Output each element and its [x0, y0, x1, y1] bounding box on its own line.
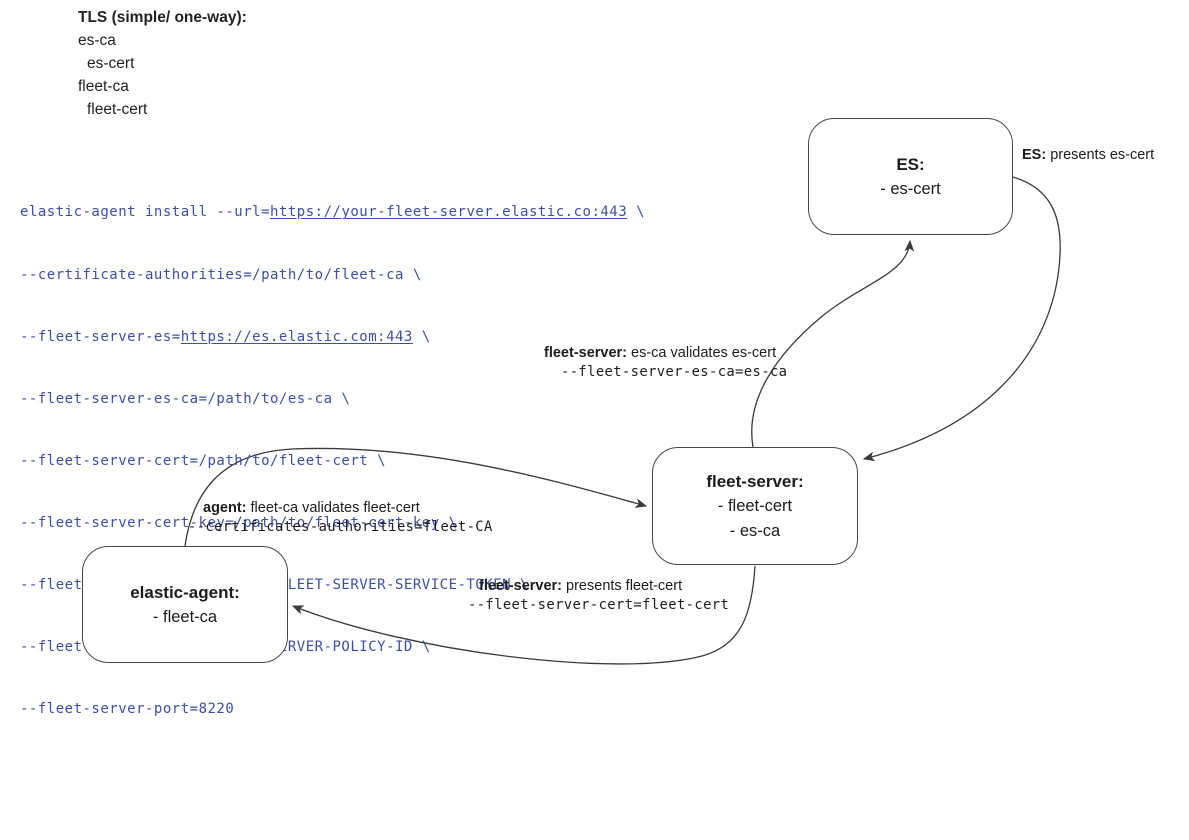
command-line: --fleet-server-es-ca=/path/to/es-ca \: [20, 389, 645, 410]
legend-item-es-cert: es-cert: [87, 55, 135, 72]
es-url-link[interactable]: https://es.elastic.com:443: [180, 328, 413, 345]
node-elastic-agent-item: - fleet-ca: [152, 607, 218, 626]
label-bold-prefix: fleet-server:: [544, 345, 628, 361]
tls-legend: TLS (simple/ one-way): es-ca es-cert fle…: [78, 6, 247, 121]
label-code: --fleet-server-es-ca=es-ca: [561, 364, 788, 380]
legend-item-fleet-ca: fleet-ca: [78, 78, 129, 95]
legend-item-es-ca: es-ca: [78, 32, 116, 49]
label-agent-validates-fleet-cert: agent: fleet-ca validates fleet-cert --c…: [188, 499, 493, 538]
label-rest: presents fleet-cert: [562, 578, 683, 594]
label-code: --certificates-authorities=fleet-CA: [188, 519, 493, 535]
node-fleet-server-title: fleet-server:: [706, 471, 804, 491]
label-text: fleet-server: es-ca validates es-cert: [544, 344, 787, 362]
command-line: --certificate-authorities=/path/to/fleet…: [20, 265, 645, 286]
node-fleet-server: fleet-server: - fleet-cert - es-ca: [652, 447, 858, 565]
command-line: --fleet-server-es=https://es.elastic.com…: [20, 327, 645, 348]
command-text: --fleet-server-cert=/path/to/fleet-cert …: [20, 452, 387, 469]
label-bold-prefix: fleet-server:: [479, 578, 563, 594]
label-bold-prefix: ES:: [1022, 147, 1047, 163]
command-text: --certificate-authorities=/path/to/fleet…: [20, 266, 422, 283]
command-text: \: [627, 204, 646, 221]
label-rest: presents es-cert: [1046, 147, 1155, 163]
label-bold-prefix: agent:: [203, 500, 247, 516]
command-text: --fleet-server-es-ca=/path/to/es-ca \: [20, 390, 351, 407]
label-text: agent: fleet-ca validates fleet-cert: [203, 499, 493, 517]
label-text: ES: presents es-cert: [1022, 146, 1154, 164]
label-code: --fleet-server-cert=fleet-cert: [468, 597, 730, 613]
legend-item-fleet-cert: fleet-cert: [87, 101, 148, 118]
node-fleet-server-item: - es-ca: [729, 521, 781, 540]
install-command-block: elastic-agent install --url=https://your…: [20, 161, 645, 761]
node-es: ES: - es-cert: [808, 118, 1013, 235]
command-line: --fleet-server-cert-key=/path/to/fleet-c…: [20, 513, 645, 534]
label-rest: es-ca validates es-cert: [627, 345, 777, 361]
label-fleet-server-validates-es-cert: fleet-server: es-ca validates es-cert --…: [544, 344, 787, 383]
command-line: --fleet-server-port=8220: [20, 699, 645, 720]
label-rest: fleet-ca validates fleet-cert: [246, 500, 420, 516]
label-es-presents-es-cert: ES: presents es-cert: [1022, 146, 1154, 164]
fleet-server-url-link[interactable]: https://your-fleet-server.elastic.co:443: [270, 204, 628, 221]
label-text: fleet-server: presents fleet-cert: [479, 577, 729, 595]
command-text: --fleet-server-es=: [20, 328, 181, 345]
node-elastic-agent-title: elastic-agent:: [130, 582, 240, 602]
command-text: \: [412, 328, 431, 345]
command-line: elastic-agent install --url=https://your…: [20, 202, 645, 223]
label-fleet-server-presents-fleet-cert: fleet-server: presents fleet-cert --flee…: [468, 577, 729, 616]
node-es-title: ES:: [896, 154, 925, 174]
node-fleet-server-item: - fleet-cert: [717, 496, 793, 515]
command-line: --fleet-server-cert=/path/to/fleet-cert …: [20, 451, 645, 472]
command-text: --fleet-server-cert-key=/path/to/fleet-c…: [20, 514, 458, 531]
node-elastic-agent: elastic-agent: - fleet-ca: [82, 546, 288, 663]
command-text: elastic-agent install --url=: [20, 204, 271, 221]
command-text: --fleet-server-port=8220: [20, 701, 235, 718]
node-es-item: - es-cert: [880, 179, 941, 198]
legend-title: TLS (simple/ one-way):: [78, 9, 247, 26]
